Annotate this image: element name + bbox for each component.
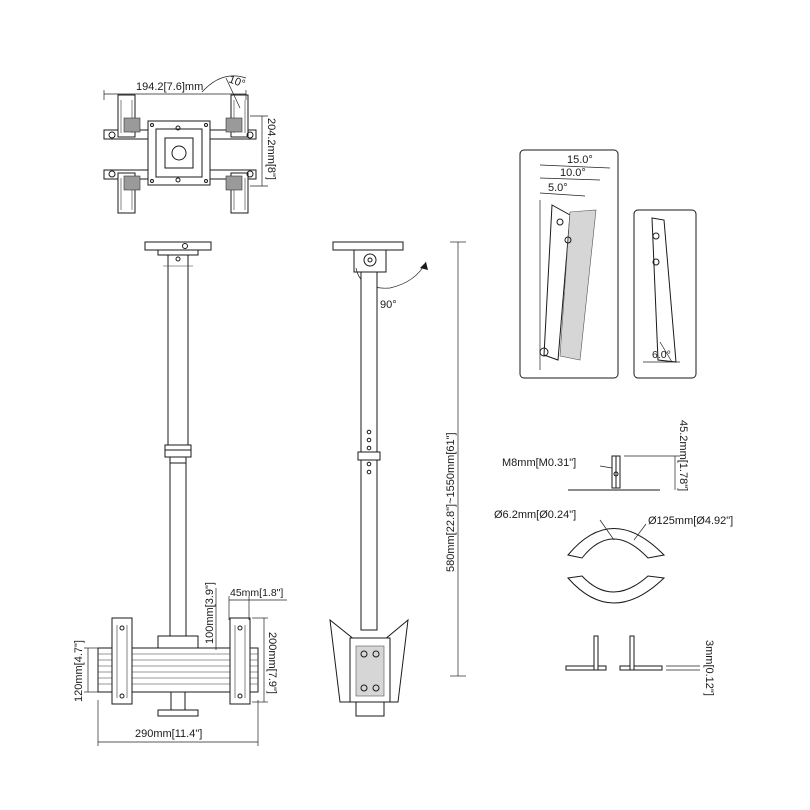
height-45-label: 45.2mm[1.78"] — [677, 420, 689, 491]
tilt-detail-large: 15.0° 10.0° 5.0° — [519, 149, 619, 379]
tilt-5-label: 5.0° — [548, 182, 568, 194]
bolt-label: M8mm[M0.31"] — [502, 457, 576, 469]
top-view-dimensions: 194.2[7.6]mm 10° 204.2mm[8"] — [103, 74, 277, 187]
dia-125-label: Ø125mm[Ø4.92"] — [648, 515, 733, 527]
thick-3-label: 3mm[0.12"] — [703, 640, 715, 696]
height-100-label: 100mm[3.9"] — [204, 582, 216, 644]
height-200-label: 200mm[7.9"] — [266, 632, 278, 694]
side-view-mount: 90° 580mm[22.8"]~1550mm[61"] — [329, 241, 466, 717]
plate-width-label: 194.2[7.6]mm — [136, 81, 203, 93]
front-view-dimensions: 100mm[3.9"] 45mm[1.8"] 200mm[7.9"] 120mm… — [73, 582, 287, 746]
hole-6-label: Ø6.2mm[Ø0.24"] — [494, 509, 576, 521]
tilt-15-label: 15.0° — [567, 154, 593, 166]
clip-detail: 3mm[0.12"] — [565, 635, 715, 696]
pole-length-label: 580mm[22.8"]~1550mm[61"] — [445, 432, 457, 572]
washer-detail: Ø6.2mm[Ø0.24"] Ø125mm[Ø4.92"] — [494, 509, 733, 604]
width-45-label: 45mm[1.8"] — [230, 587, 283, 599]
plate-tilt-label: 10° — [227, 74, 247, 91]
top-view-mount-plate — [103, 94, 257, 214]
height-120-label: 120mm[4.7"] — [73, 640, 85, 702]
front-view-mount — [97, 241, 259, 717]
tilt-10-label: 10.0° — [560, 167, 586, 179]
tilt-detail-small: 6.0° — [633, 209, 697, 379]
width-290-label: 290mm[11.4"] — [135, 728, 202, 740]
bolt-detail: M8mm[M0.31"] 45.2mm[1.78"] — [502, 420, 689, 491]
swivel-label: 90° — [380, 299, 397, 311]
plate-height-label: 204.2mm[8"] — [265, 118, 277, 180]
tilt-6-label: 6.0° — [652, 349, 671, 361]
